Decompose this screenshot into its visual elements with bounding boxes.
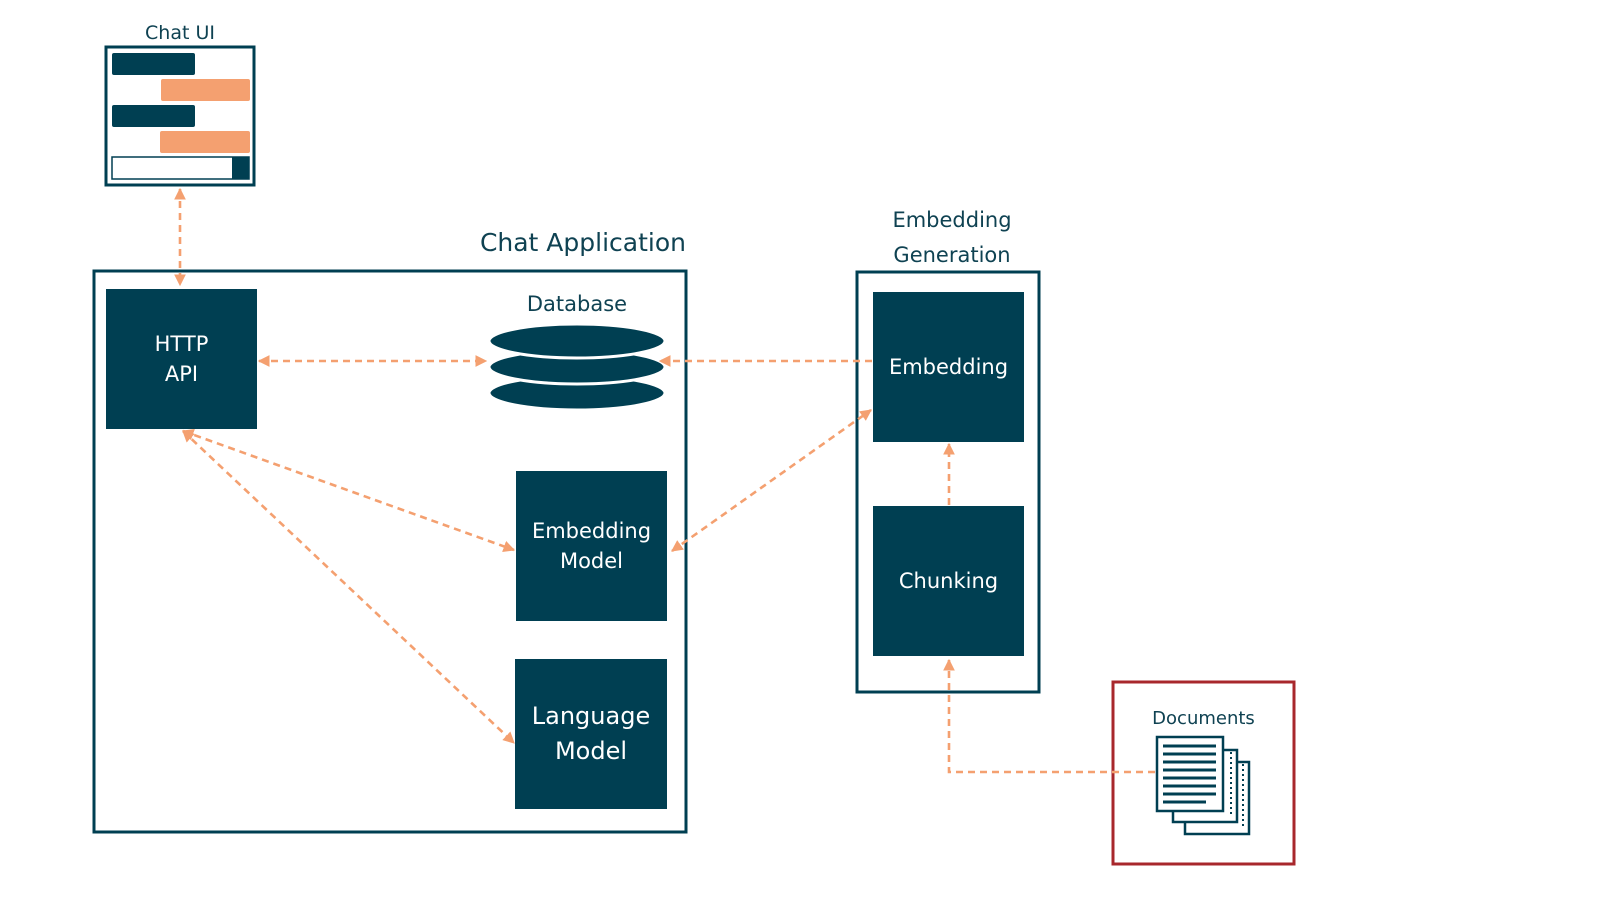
embedding-model-text: Embedding Model <box>516 471 667 621</box>
arrow-embeddingmodel-embedding <box>671 408 872 553</box>
documents-icon <box>1155 735 1251 836</box>
http-api-text-line-1: HTTP <box>154 331 209 356</box>
embedding-generation-title-line-1: Embedding <box>892 208 1012 232</box>
http-api-text-line-2: API <box>164 362 199 386</box>
language-model-text-line-1: Language <box>531 702 651 731</box>
embedding-model-text-line-1: Embedding <box>531 518 652 543</box>
chat-bubble-bot-2 <box>160 131 250 153</box>
http-api-box <box>106 289 257 429</box>
embedding-box <box>873 292 1024 442</box>
arrow-httpapi-embeddingmodel <box>181 429 516 552</box>
http-api-text: HTTP API <box>106 289 257 429</box>
chat-ui-label: Chat UI <box>145 22 215 44</box>
chat-bubble-user-1 <box>112 53 195 75</box>
embedding-generation-title: Embedding Generation <box>862 203 1042 273</box>
language-model-box <box>515 659 667 809</box>
chat-bubble-user-2 <box>112 105 195 127</box>
embedding-generation-title-line-2: Generation <box>893 243 1011 267</box>
chat-bubble-bot-1 <box>161 79 250 101</box>
database-icon <box>487 322 667 412</box>
chat-send-button <box>232 157 249 179</box>
arrow-documents-chunking <box>943 658 1155 774</box>
language-model-text-line-2: Model <box>554 737 628 765</box>
language-model-text: Language Model <box>515 659 667 809</box>
embedding-model-box <box>516 471 667 621</box>
embedding-model-text-line-2: Model <box>559 549 624 573</box>
chunking-text: Chunking <box>898 568 999 593</box>
arrow-httpapi-languagemodel <box>182 430 515 744</box>
chat-application-title: Chat Application <box>479 228 686 257</box>
documents-label: Documents <box>1152 708 1255 729</box>
database-label: Database <box>526 292 628 316</box>
embedding-text: Embedding <box>888 354 1009 379</box>
chat-input-box <box>111 156 250 180</box>
chunking-box <box>873 506 1024 656</box>
chat-ui-mockup <box>104 45 256 187</box>
